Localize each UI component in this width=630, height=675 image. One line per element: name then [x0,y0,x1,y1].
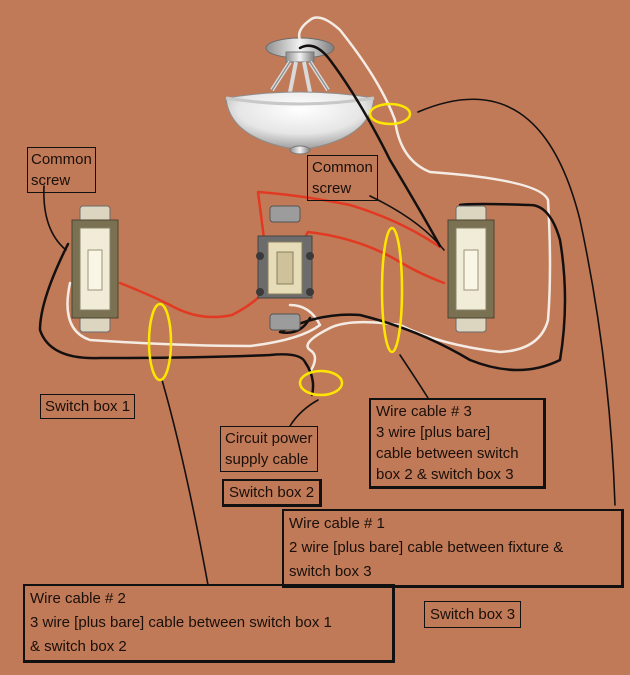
switch-box-2-device [256,205,314,331]
switch-box-1-device [71,205,119,333]
label-line: screw [312,180,352,197]
light-fixture [225,37,375,155]
common-screw-left-label: Common screw [27,147,96,193]
cable-1-highlight [368,102,412,126]
cable-2-highlight [147,302,173,382]
leader-power [289,399,319,427]
switch-box-1-label: Switch box 1 [40,394,136,419]
wire-cable-3-label: Wire cable # 3 3 wire [plus bare] cable … [369,398,546,489]
label-line: 3 wire [plus bare] cable between switch … [30,614,332,631]
wire-cable-1-label: Wire cable # 1 2 wire [plus bare] cable … [282,509,624,588]
switch-box-3-device [447,205,495,333]
label-line: supply cable [225,451,309,468]
circuit-power-label: Circuit power supply cable [220,426,318,472]
red-traveler-upper [256,190,442,249]
label-line: switch box 3 [289,563,372,580]
wiring [38,16,616,586]
label-line: Wire cable # 2 [30,590,126,607]
leader-common-right [369,195,445,251]
leader-wire-cable-2 [161,379,209,586]
switch-box-3-label: Switch box 3 [424,601,522,628]
cable-3-highlight [380,226,404,354]
black-box3-to-fixture [298,44,442,248]
label-line: Wire cable # 3 [376,403,472,420]
label-line: cable between switch [376,445,519,462]
label-line: screw [31,172,71,189]
white-main [297,16,552,374]
label-line: 2 wire [plus bare] cable between fixture… [289,539,564,556]
wire-cable-2-label: Wire cable # 2 3 wire [plus bare] cable … [23,584,395,663]
label-line: 3 wire [plus bare] [376,424,491,441]
red-traveler-box1-box2 [118,281,266,319]
black-box2-to-box3 [278,202,567,372]
label-line: box 2 & switch box 3 [376,466,514,483]
cable-highlights [147,102,412,397]
black-box1-common [38,242,315,397]
leader-wire-cable-1 [417,98,616,506]
label-line: Wire cable # 1 [289,515,385,532]
red-traveler-lower [298,230,446,285]
label-line: Common [31,151,92,168]
leader-wire-cable-3 [399,354,429,399]
label-line: & switch box 2 [30,638,127,655]
label-line: Circuit power [225,430,313,447]
power-cable-highlight [298,369,344,397]
switch-box-2-label: Switch box 2 [222,479,323,507]
common-screw-right-label: Common screw [307,155,378,201]
label-line: Common [312,159,373,176]
leader-common-left [43,185,67,251]
